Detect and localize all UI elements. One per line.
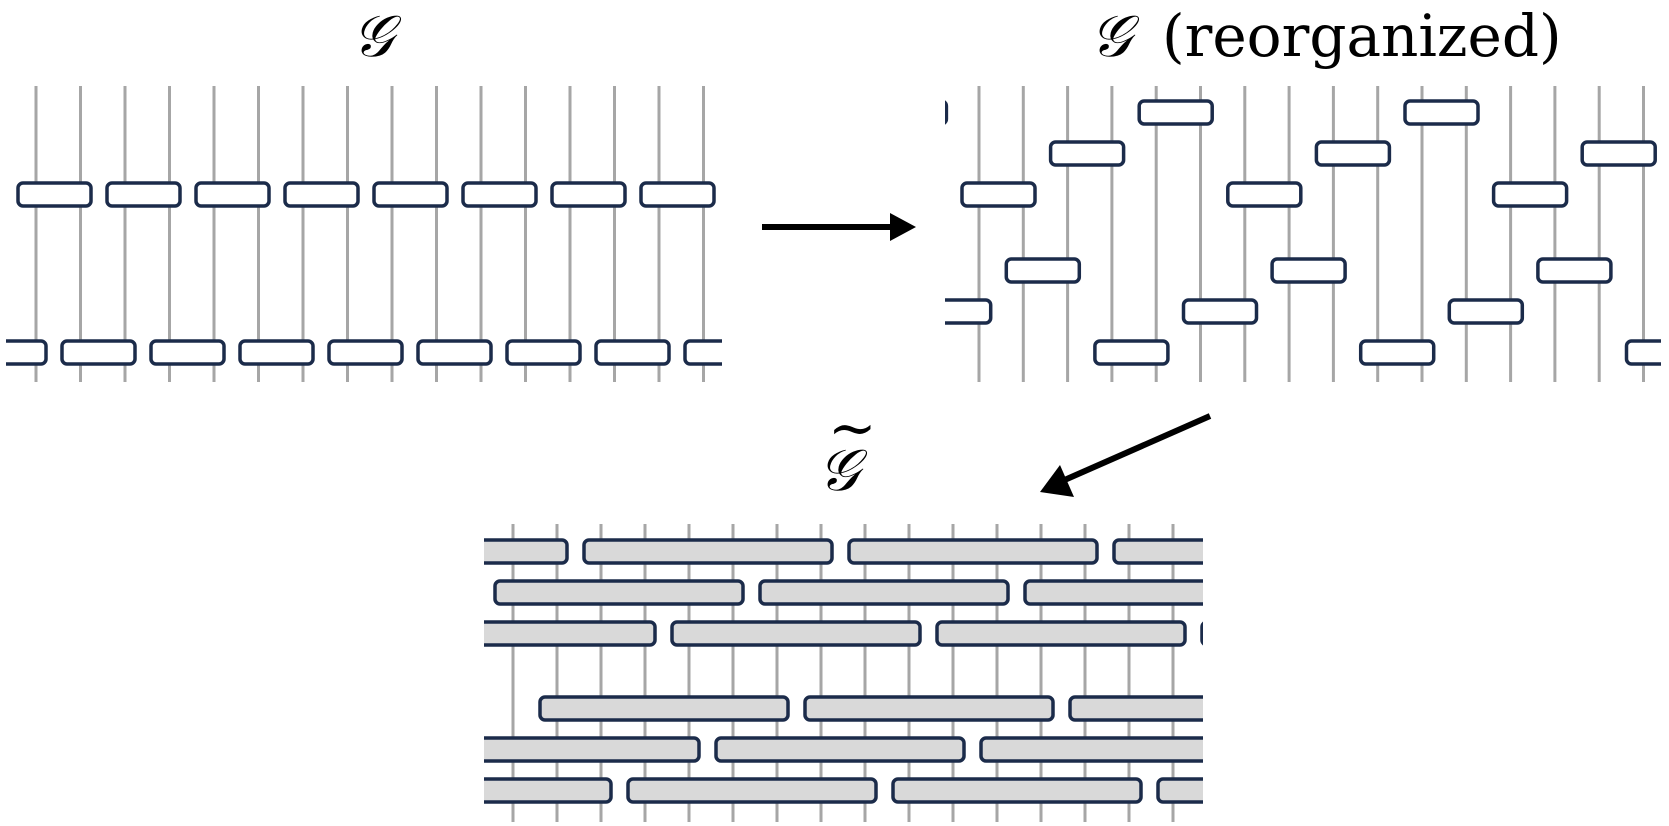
two-qubit-gate	[194, 181, 271, 208]
merged-gate	[935, 620, 1187, 647]
two-qubit-gate	[505, 339, 582, 366]
merged-gate	[493, 579, 745, 606]
merged-gate	[1023, 579, 1203, 606]
two-qubit-gate	[1270, 257, 1347, 284]
panel-title-reorganized: 𝒢 (reorganized)	[1090, 2, 1562, 70]
merged-gate	[847, 538, 1099, 565]
two-qubit-gate	[683, 339, 722, 366]
merged-gate	[1246, 738, 1494, 761]
two-qubit-gate	[785, 142, 858, 165]
panel-original-circuit	[6, 86, 722, 382]
two-qubit-gate	[741, 259, 814, 282]
two-qubit-gate	[1358, 339, 1436, 366]
two-qubit-gate	[945, 298, 993, 325]
two-qubit-gate	[6, 339, 48, 366]
two-qubit-gate	[16, 181, 93, 208]
two-qubit-gate	[1314, 140, 1392, 167]
merged-gate	[803, 695, 1055, 722]
two-qubit-gate	[60, 339, 137, 366]
two-qubit-gate	[829, 341, 902, 364]
two-qubit-gate	[105, 181, 182, 208]
merged-gate	[484, 538, 569, 565]
two-qubit-gate	[1447, 298, 1525, 325]
two-qubit-gate	[327, 339, 404, 366]
merged-gate	[1555, 581, 1669, 604]
two-qubit-gate	[1491, 181, 1569, 208]
merged-gate	[484, 620, 657, 647]
merged-gate	[1068, 695, 1203, 722]
merged-gate	[1511, 738, 1669, 761]
panel-reorganized-circuit	[652, 86, 1661, 382]
two-qubit-gate	[1093, 339, 1170, 366]
two-qubit-gate	[1624, 339, 1661, 366]
merged-gate	[1335, 697, 1583, 720]
two-qubit-gate	[945, 100, 949, 125]
panel-title-coarse: ~ 𝒢	[818, 394, 877, 504]
arrow-diagonal-head	[1040, 465, 1074, 497]
title-coarse-accent: ~	[828, 394, 877, 462]
merged-gate	[484, 736, 701, 763]
merged-gate	[1423, 779, 1669, 802]
two-qubit-gate	[1580, 140, 1657, 167]
two-qubit-gate	[1403, 99, 1480, 126]
merged-gate	[1290, 581, 1538, 604]
merged-gate	[758, 579, 1010, 606]
two-qubit-gate	[550, 181, 627, 208]
two-qubit-gate	[1536, 257, 1613, 284]
two-qubit-gate	[283, 181, 360, 208]
merged-gate	[626, 777, 878, 804]
merged-gate	[1379, 540, 1627, 563]
merged-gate	[582, 538, 834, 565]
title-reorganized-symbol: 𝒢	[1090, 2, 1140, 70]
merged-gate	[1112, 538, 1203, 565]
merged-gate	[1156, 777, 1203, 804]
two-qubit-gate	[1226, 181, 1303, 208]
merged-gate	[979, 736, 1203, 763]
two-qubit-gate	[461, 181, 538, 208]
merged-gate	[1600, 697, 1669, 720]
two-qubit-gate	[372, 181, 449, 208]
merged-gate	[1200, 621, 1203, 646]
two-qubit-gate	[238, 339, 315, 366]
two-qubit-gate	[639, 181, 716, 208]
two-qubit-gate	[594, 339, 671, 366]
two-qubit-gate	[416, 339, 493, 366]
title-original-symbol: 𝒢	[352, 2, 402, 70]
two-qubit-gate	[1181, 298, 1259, 325]
panel-coarse-circuit	[484, 524, 1669, 822]
merged-gate	[670, 620, 922, 647]
merged-gate	[538, 695, 790, 722]
panel-title-original: 𝒢	[352, 2, 402, 70]
merged-gate	[891, 777, 1143, 804]
two-qubit-gate	[960, 181, 1037, 208]
two-qubit-gate	[652, 300, 725, 323]
transition-arrows	[762, 213, 1212, 497]
title-reorganized-suffix: (reorganized)	[1162, 2, 1562, 70]
merged-gate	[1467, 622, 1669, 645]
two-qubit-gate	[1137, 99, 1214, 126]
merged-gate	[714, 736, 966, 763]
two-qubit-gate	[149, 339, 226, 366]
two-qubit-gate	[1004, 257, 1082, 284]
arrow-diagonal-shaft	[1058, 413, 1212, 485]
arrow-right-head	[890, 213, 916, 241]
merged-gate	[484, 777, 613, 804]
two-qubit-gate	[1048, 140, 1126, 167]
